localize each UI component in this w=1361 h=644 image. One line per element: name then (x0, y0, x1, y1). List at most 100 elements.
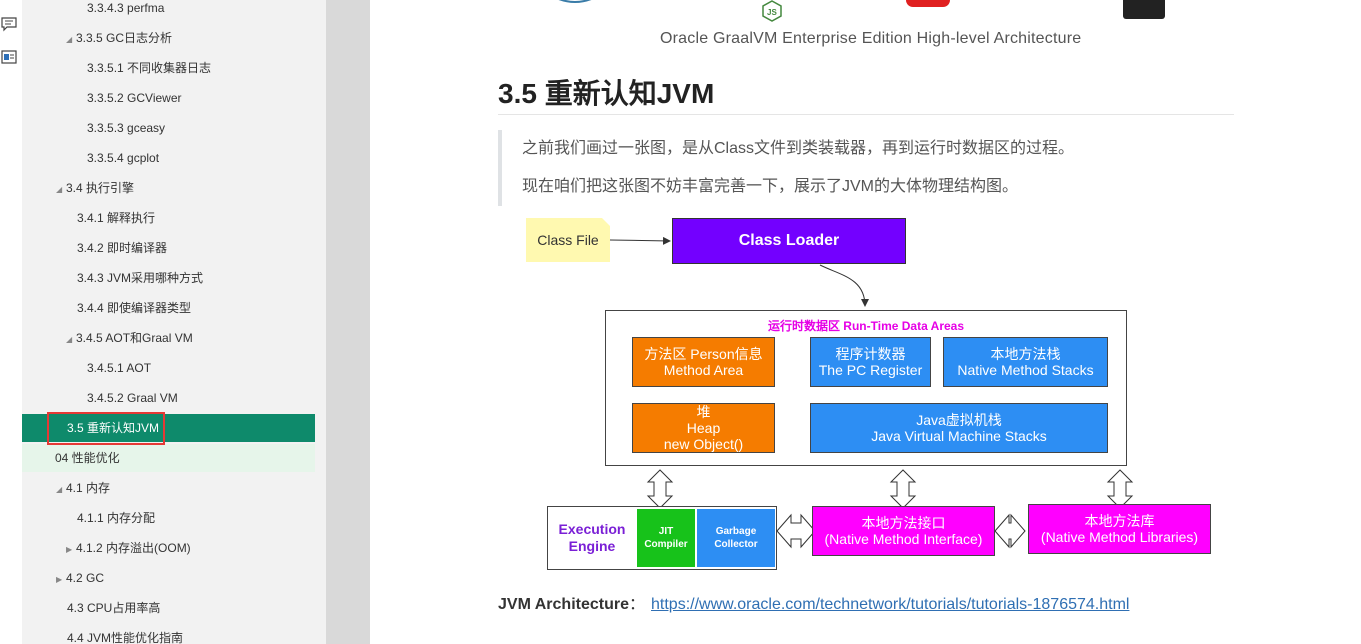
double-arrows (646, 469, 1134, 549)
heap-label-en: Heap (686, 420, 721, 436)
toc-sidebar: 3.3.4.3 perfma ◢3.3.5 GC日志分析 3.3.5.1 不同收集器… (22, 0, 326, 644)
arrow-classfile-loader (609, 236, 671, 245)
native-stacks-label-en: Native Method Stacks (957, 362, 1094, 378)
document-content: Java JS Oracle GraalVM Enterprise Editio… (370, 0, 1361, 644)
image-caption: Oracle GraalVM Enterprise Edition High-l… (660, 30, 1082, 47)
quote-line: 现在咱们把这张图不妨丰富完善一下，展示了JVM的大体物理结构图。 (522, 178, 1019, 195)
toc-item[interactable]: 4.4 JVM性能优化指南 (22, 624, 315, 644)
ocr-icon[interactable] (1, 49, 17, 65)
toc-item[interactable]: 3.3.4.3 perfma (22, 0, 315, 22)
method-area-box: 方法区 Person信息 Method Area (632, 337, 775, 387)
toc-item-label: 3.4.5.2 Graal VM (87, 391, 178, 405)
quote-line: 之前我们画过一张图，是从Class文件到类装载器，再到运行时数据区的过程。 (522, 140, 1075, 157)
garbage-collector-box: Garbage Collector (697, 509, 775, 567)
jvm-architecture-diagram: Class File Class Loader 运行时数据区 Run-Time … (520, 210, 1220, 580)
jit-compiler-box: JIT Compiler (637, 509, 695, 567)
toc-item-label: 3.3.5.1 不同收集器日志 (87, 61, 212, 75)
gc-label-line2: Collector (714, 539, 758, 550)
blockquote: 之前我们画过一张图，是从Class文件到类装载器，再到运行时数据区的过程。 现在… (498, 130, 1234, 206)
expand-down-icon[interactable]: ◢ (56, 485, 63, 494)
toc-item[interactable]: 3.4.3 JVM采用哪种方式 (22, 264, 315, 292)
toc-item-label: 4.4 JVM性能优化指南 (67, 631, 184, 644)
native-interface-label-en: (Native Method Interface) (824, 531, 983, 547)
java-logo-icon: Java (558, 0, 625, 3)
reference-label: JVM Architecture (498, 596, 629, 613)
toc-item[interactable]: ◢3.3.5 GC日志分析 (22, 24, 315, 52)
toc-item[interactable]: 3.4.1 解释执行 (22, 204, 315, 232)
llvm-logo-icon (1123, 0, 1165, 19)
native-interface-label: 本地方法接口 (861, 515, 946, 531)
toc-item-label: 3.3.5.4 gcplot (87, 151, 160, 165)
toc-item-label: 3.4.1 解释执行 (77, 211, 156, 225)
execution-engine-label-line2: Engine (568, 538, 616, 554)
toc-item[interactable]: 4.3 CPU占用率高 (22, 594, 315, 622)
expand-down-icon[interactable]: ◢ (66, 35, 73, 44)
toc-item-label: 4.3 CPU占用率高 (67, 601, 161, 615)
pc-register-box: 程序计数器 The PC Register (810, 337, 931, 387)
method-area-label: 方法区 Person信息 (644, 346, 763, 362)
execution-engine-label: Execution Engine (554, 521, 630, 555)
jit-label-line2: Compiler (644, 539, 688, 550)
toc-item-label: 3.3.5.3 gceasy (87, 121, 166, 135)
native-libraries-label-en: (Native Method Libraries) (1040, 529, 1199, 545)
toc-item-label: 3.4 执行引擎 (66, 181, 135, 195)
toc-item[interactable]: 3.4.2 即时编译器 (22, 234, 315, 262)
toc-item-label: 3.3.5.2 GCViewer (87, 91, 182, 105)
toc-item[interactable]: ◢4.1 内存 (22, 474, 315, 502)
method-area-label-en: Method Area (663, 362, 744, 378)
gc-label: Garbage (715, 526, 757, 537)
runtime-data-areas: 运行时数据区 Run-Time Data Areas 方法区 Person信息 … (605, 310, 1127, 466)
svg-text:JS: JS (767, 8, 777, 17)
toc-item[interactable]: 4.1.1 内存分配 (22, 504, 315, 532)
toc-item[interactable]: 3.5 重新认知JVM (22, 414, 315, 442)
toc-item-label: 3.5 重新认知JVM (67, 421, 160, 435)
jit-label: JIT (658, 526, 674, 537)
execution-engine-label-line1: Execution (558, 521, 626, 537)
pc-register-label: 程序计数器 (835, 346, 906, 362)
heap-label-example: new Object() (663, 436, 744, 452)
native-interface-box: 本地方法接口 (Native Method Interface) (812, 506, 995, 556)
reference-link[interactable]: https://www.oracle.com/technetwork/tutor… (651, 596, 1130, 613)
expand-right-icon[interactable]: ▶ (66, 545, 73, 554)
toc-item[interactable]: ▶4.2 GC (22, 564, 315, 592)
toc-item[interactable]: 3.4.5.1 AOT (22, 354, 315, 382)
toc-item-label: 4.1.2 内存溢出(OOM) (76, 541, 191, 555)
toc-item[interactable]: 3.3.5.4 gcplot (22, 144, 315, 172)
toc-item-label: 04 性能优化 (55, 451, 120, 465)
sidebar-gutter (326, 0, 370, 644)
nodejs-logo-icon: JS (762, 0, 782, 22)
toc-item[interactable]: 3.3.5.2 GCViewer (22, 84, 315, 112)
toc-item[interactable]: ▶4.1.2 内存溢出(OOM) (22, 534, 315, 562)
toc-item-label: 3.4.4 即使编译器类型 (77, 301, 192, 315)
jvm-stacks-label-en: Java Virtual Machine Stacks (871, 428, 1047, 444)
native-stacks-label: 本地方法栈 (990, 346, 1061, 362)
reference-separator: ： (629, 596, 646, 613)
pc-register-label-en: The PC Register (818, 362, 923, 378)
heap-box: 堆 Heap new Object() (632, 403, 775, 453)
toc-item-label: 3.3.4.3 perfma (87, 1, 165, 15)
reference-line: JVM Architecture： https://www.oracle.com/… (498, 590, 1129, 614)
toc-item[interactable]: 04 性能优化 (22, 444, 315, 472)
class-file-note: Class File (526, 218, 610, 262)
ruby-logo-icon (906, 0, 950, 7)
toc-item[interactable]: 3.3.5.3 gceasy (22, 114, 315, 142)
toc-item[interactable]: 3.4.5.2 Graal VM (22, 384, 315, 412)
toc-item[interactable]: 3.3.5.1 不同收集器日志 (22, 54, 315, 82)
section-title: 3.5 重新认知JVM (498, 78, 715, 109)
expand-down-icon[interactable]: ◢ (56, 185, 63, 194)
toc-item-label: 4.1 内存 (66, 481, 111, 495)
expand-right-icon[interactable]: ▶ (56, 575, 63, 584)
toc-item[interactable]: 3.4.4 即使编译器类型 (22, 294, 315, 322)
native-libraries-box: 本地方法库 (Native Method Libraries) (1028, 504, 1211, 554)
native-libraries-label: 本地方法库 (1084, 513, 1155, 529)
expand-down-icon[interactable]: ◢ (66, 335, 73, 344)
left-toolstrip (0, 0, 22, 644)
toc-item[interactable]: ◢3.4.5 AOT和Graal VM (22, 324, 315, 352)
jvm-stacks-label: Java虚拟机栈 (916, 412, 1002, 428)
class-loader-box: Class Loader (672, 218, 906, 264)
toc-item[interactable]: ◢3.4 执行引擎 (22, 174, 315, 202)
arrow-loader-rtda (819, 264, 869, 307)
comment-icon[interactable] (1, 16, 17, 32)
divider (498, 114, 1234, 115)
toc-item-label: 3.4.3 JVM采用哪种方式 (77, 271, 204, 285)
